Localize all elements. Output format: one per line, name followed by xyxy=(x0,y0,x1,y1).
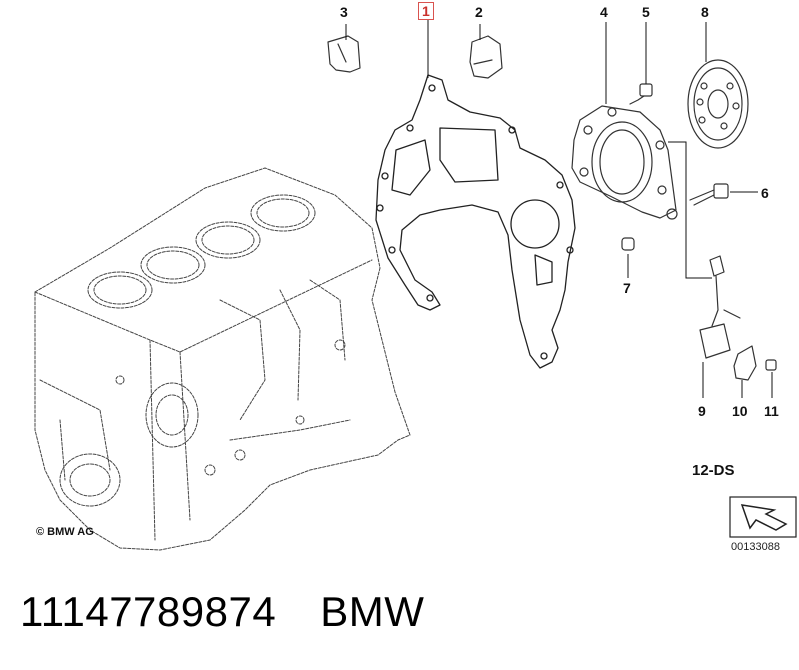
direction-arrow-icon xyxy=(729,496,797,538)
callout-4: 4 xyxy=(600,4,608,20)
callout-3: 3 xyxy=(340,4,348,20)
diagram-code: 12-DS xyxy=(692,462,735,479)
cap-part-2 xyxy=(469,35,503,79)
callout-5: 5 xyxy=(642,4,650,20)
engine-block-drawing xyxy=(34,167,411,551)
callout-8: 8 xyxy=(701,4,709,20)
dowel-part-7 xyxy=(621,237,635,251)
footer-caption: 11147789874 BMW xyxy=(20,588,424,636)
callout-9: 9 xyxy=(698,403,706,419)
brand-name: BMW xyxy=(320,588,425,635)
exploded-parts-diagram xyxy=(34,20,797,551)
bracket-part-3 xyxy=(327,35,361,73)
seal-housing-part-4 xyxy=(571,105,678,220)
part-number: 11147789874 xyxy=(20,588,277,635)
callout-11: 11 xyxy=(764,403,779,419)
bracket-part-10 xyxy=(733,345,757,381)
screw-part-11 xyxy=(765,359,777,371)
bolt-part-5 xyxy=(629,83,653,105)
callout-1-highlighted: 1 xyxy=(418,2,434,20)
bolt-part-6 xyxy=(689,183,729,206)
callout-7: 7 xyxy=(623,280,631,296)
callout-2: 2 xyxy=(475,4,483,20)
sensor-part-9 xyxy=(699,255,741,359)
leader-lines xyxy=(345,20,773,398)
image-code: 00133088 xyxy=(731,541,780,553)
callout-10: 10 xyxy=(732,403,748,419)
gasket-part-1 xyxy=(375,74,576,369)
callout-6: 6 xyxy=(761,185,769,201)
copyright-label: © BMW AG xyxy=(36,526,94,538)
plate-part-8 xyxy=(687,59,749,149)
